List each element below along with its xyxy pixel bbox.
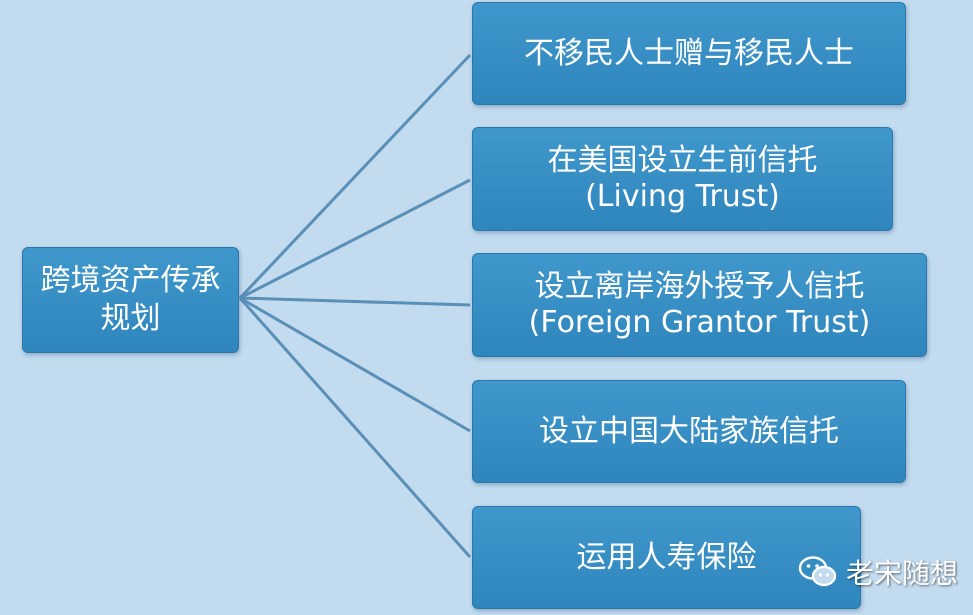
watermark-text: 老宋随想 <box>846 557 959 590</box>
wechat-icon <box>798 555 838 589</box>
branch-node-5-line-1: 运用人寿保险 <box>576 539 757 575</box>
branch-node-2-line-2: (Living Trust) <box>585 179 780 214</box>
branch-node-5: 运用人寿保险 <box>472 506 861 609</box>
connector-branch-4 <box>239 296 471 433</box>
connector-branch-2 <box>239 178 471 300</box>
root-node: 跨境资产传承 规划 <box>22 247 239 353</box>
branch-node-2-line-1: 在美国设立生前信托 <box>547 143 818 178</box>
branch-node-3-line-1: 设立离岸海外授予人信托 <box>534 269 865 304</box>
connector-branch-1 <box>238 53 472 300</box>
branch-node-2: 在美国设立生前信托 (Living Trust) <box>472 127 893 231</box>
root-node-line-2: 规划 <box>100 301 161 336</box>
branch-node-3-line-2: (Foreign Grantor Trust) <box>528 305 871 340</box>
branch-node-4-line-1: 设立中国大陆家族信托 <box>539 413 839 449</box>
branch-node-1-line-1: 不移民人士赠与移民人士 <box>524 35 854 71</box>
root-node-line-1: 跨境资产传承 <box>40 263 221 298</box>
branch-node-1: 不移民人士赠与移民人士 <box>472 2 906 105</box>
connector-branch-5 <box>238 297 472 558</box>
watermark: 老宋随想 <box>798 552 958 592</box>
branch-node-3: 设立离岸海外授予人信托 (Foreign Grantor Trust) <box>472 253 927 357</box>
connector-branch-3 <box>239 296 471 307</box>
branch-node-4: 设立中国大陆家族信托 <box>472 380 906 483</box>
